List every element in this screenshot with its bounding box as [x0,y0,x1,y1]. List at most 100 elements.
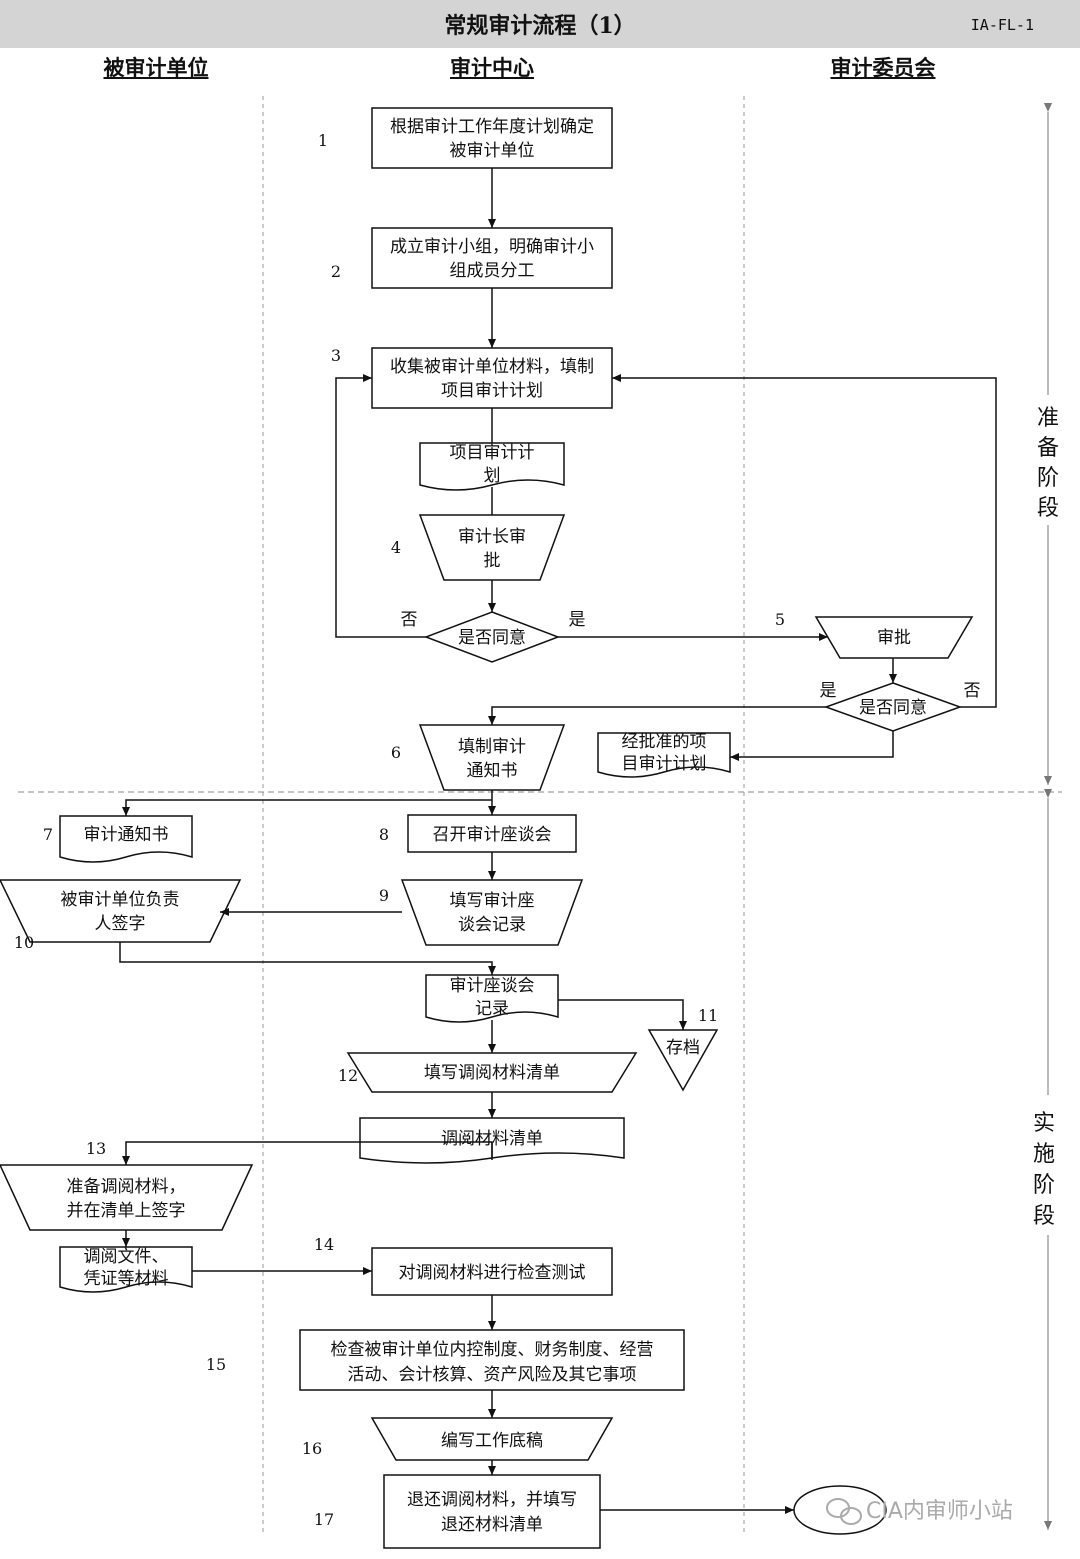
step-number: 10 [14,933,34,952]
step-6-text: 填制审计 [458,737,526,757]
step-number: 11 [698,1006,718,1025]
doc-approved-plan-text: 经批准的项 [622,732,707,752]
step-1-text: 被审计单位 [450,141,535,161]
doc-vouchers-text: 凭证等材料 [84,1269,169,1289]
connector-d2-yes [488,706,826,725]
step-12-text: 填写调阅材料清单 [424,1063,560,1083]
connector-6-7 [122,799,492,816]
connector-record-archive [558,999,687,1030]
step-17-box [383,1474,601,1549]
step-6-text: 通知书 [467,761,518,781]
label-yes: 是 [820,681,837,701]
wechat-icon [826,1498,862,1525]
step-3-text: 项目审计计划 [441,381,543,401]
step-17-text: 退还调阅材料，并填写 [407,1490,577,1510]
title-bar [0,0,1080,48]
step-12-trapezoid [346,1052,638,1093]
connector-d1-no [335,374,426,638]
decision-1-diamond [423,611,561,663]
step-15-text: 检查被审计单位内控制度、财务制度、经营 [331,1340,654,1360]
step-5-trapezoid [814,616,974,659]
step-9-trapezoid [400,879,584,946]
phase-char: 实 [1033,1111,1055,1136]
doc-approved-plan [597,732,731,778]
page-title: 常规审计流程（1） [444,13,636,39]
decision-1-text: 是否同意 [458,628,526,648]
step-10-trapezoid [0,879,242,943]
step-13-trapezoid [0,1164,254,1231]
decision-2-text: 是否同意 [859,698,927,718]
phase-char: 段 [1033,1204,1055,1229]
phase-char: 阶 [1037,466,1059,491]
connector-d2-no [612,374,997,708]
step-number: 13 [86,1139,106,1158]
step-number: 9 [379,886,389,905]
step-2-text: 组成员分工 [450,261,535,281]
lane-header-audited-unit: 被审计单位 [103,55,209,80]
phase-char: 段 [1037,496,1059,521]
doc-meeting-record-text: 记录 [475,999,509,1019]
step-4-text: 审计长审 [458,527,526,547]
phase-char: 备 [1037,436,1059,461]
step-10-text: 被审计单位负责 [61,890,180,910]
step-9-text: 谈会记录 [458,915,526,935]
phase-char: 施 [1033,1142,1055,1167]
step-number: 5 [775,610,785,629]
branch-labels: 否 是 是 否 [401,610,981,701]
doc-audit-plan-text: 划 [484,466,501,486]
doc-retrieval-list-text: 调阅材料清单 [441,1129,543,1149]
step-number: 3 [331,346,341,365]
step-number: 6 [391,743,401,762]
step-number: 4 [391,538,401,557]
step-number: 17 [314,1510,334,1529]
doc-audit-plan-text: 项目审计计 [450,443,535,463]
step-number: 16 [302,1439,322,1458]
phase-char: 准 [1037,406,1059,431]
connector-10-record [119,942,496,975]
step-8-text: 召开审计座谈会 [433,825,552,845]
step-17-text: 退还材料清单 [441,1515,543,1535]
step-14-box [371,1247,613,1296]
step-numbers: 1 2 3 4 5 6 7 8 9 10 11 12 13 14 15 16 1… [14,131,785,1529]
step-1-box [371,107,613,169]
doc-audit-notice-text: 审计通知书 [84,825,169,845]
connector-list-13 [122,1141,493,1165]
step-number: 1 [318,131,328,150]
step-4-text: 批 [484,551,501,571]
step-1-text: 根据审计工作年度计划确定 [390,117,594,137]
lane-header-audit-center: 审计中心 [450,55,534,80]
step-number: 8 [379,825,389,844]
step-13-text: 准备调阅材料， [67,1177,186,1197]
step-number: 14 [314,1235,334,1254]
step-number: 7 [43,825,53,844]
doc-meeting-record-text: 审计座谈会 [450,976,535,996]
doc-vouchers-text: 调阅文件、 [84,1247,169,1267]
step-9-text: 填写审计座 [450,891,535,911]
label-yes: 是 [569,610,586,630]
doc-audit-plan [419,442,565,491]
step-13-text: 并在清单上签字 [67,1201,186,1221]
step-5-text: 审批 [877,628,911,648]
step-4-trapezoid [418,514,566,581]
step-15-text: 活动、会计核算、资产风险及其它事项 [348,1365,637,1385]
step-number: 12 [338,1066,358,1085]
phase-label-impl: 实 施 阶 段 [1033,1111,1055,1229]
doc-approved-plan-text: 目审计计划 [622,754,707,774]
step-14-text: 对调阅材料进行检查测试 [399,1263,586,1283]
doc-code: IA-FL-1 [970,16,1034,34]
archive-text: 存档 [666,1038,700,1058]
watermark-text: CIA内审师小站 [866,1499,1013,1524]
lane-header-audit-committee: 审计委员会 [830,55,936,80]
step-6-trapezoid [418,724,566,791]
step-16-trapezoid [370,1417,614,1461]
step-number: 15 [206,1355,226,1374]
phase-label-prep: 准 备 阶 段 [1037,406,1059,521]
step-number: 2 [331,262,341,281]
label-no: 否 [964,681,981,701]
phase-char: 阶 [1033,1173,1055,1198]
step-10-text: 人签字 [95,914,146,934]
connector-d2-doc [730,731,894,761]
node-texts: 根据审计工作年度计划确定 被审计单位 成立审计小组，明确审计小 组成员分工 收集… [61,117,928,1535]
doc-meeting-record [425,974,559,1023]
